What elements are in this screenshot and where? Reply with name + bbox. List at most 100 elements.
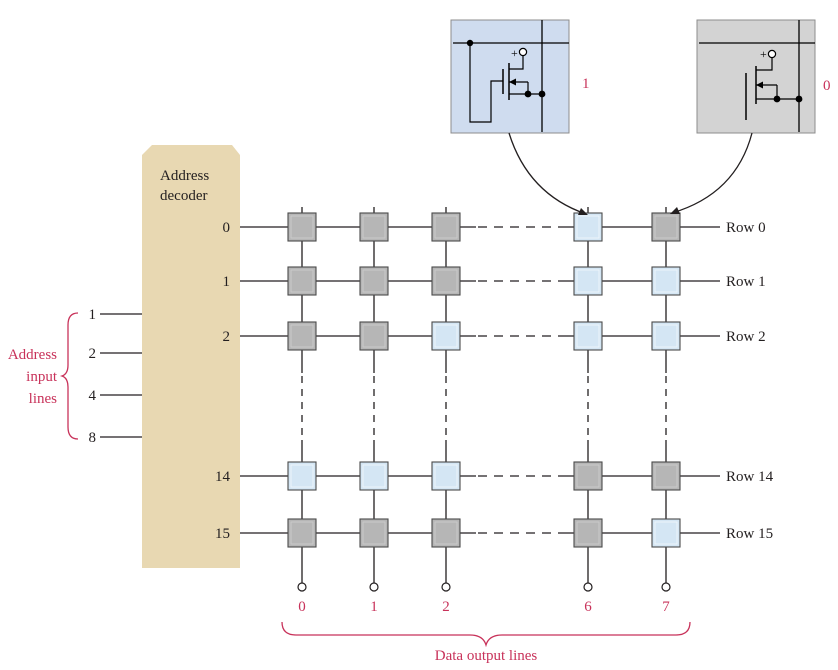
memory-cell-r1-c3 [573, 266, 603, 296]
output-terminal-2 [441, 582, 451, 592]
inset-one-arrow-line [508, 132, 587, 215]
inset-zero-supply-terminal [767, 49, 777, 59]
memory-cell-inner-r3-c2 [434, 464, 458, 488]
inset-one-background [450, 19, 570, 134]
row-label-4: Row 15 [726, 526, 773, 542]
data-output-label: Data output lines [435, 648, 538, 664]
memory-cell-inner-r0-c1 [362, 215, 386, 239]
data-output-number-3: 6 [584, 599, 592, 615]
decoder-output-number-1: 1 [223, 274, 231, 290]
address-input-lines: Address input lines 1 2 4 8 [8, 307, 142, 446]
inset-zero-value: 0 [823, 78, 831, 94]
memory-cell-inner-r1-c3 [576, 269, 600, 293]
data-output-number-0: 0 [298, 599, 306, 615]
memory-cell-inner-r3-c4 [654, 464, 678, 488]
output-terminal-4 [661, 582, 671, 592]
inset-zero-source-dot [773, 95, 781, 103]
memory-cell-inner-r3-c1 [362, 464, 386, 488]
memory-cell-r0-c3 [573, 212, 603, 242]
memory-cell-inner-r1-c0 [290, 269, 314, 293]
memory-cell-r0-c4 [651, 212, 681, 242]
memory-cell-inner-r2-c4 [654, 324, 678, 348]
memory-cell-r1-c4 [651, 266, 681, 296]
decoder-output-number-2: 2 [223, 329, 231, 345]
inset-zero-arrowhead [670, 207, 680, 214]
decoder-output-number-0: 0 [223, 220, 231, 236]
address-input-value-2: 4 [89, 388, 97, 404]
row-label-2: Row 2 [726, 329, 766, 345]
decoder-label-line1: Address [160, 168, 209, 184]
memory-cell-inner-r0-c3 [576, 215, 600, 239]
data-output-brace [281, 621, 691, 648]
inset-one-output-dot [538, 90, 546, 98]
memory-cell-inner-r1-c4 [654, 269, 678, 293]
memory-cell-inner-r2-c2 [434, 324, 458, 348]
memory-cell-inner-r2-c1 [362, 324, 386, 348]
inset-zero-output-dot [795, 95, 803, 103]
address-input-value-3: 8 [89, 430, 97, 446]
memory-cell-r3-c4 [651, 461, 681, 491]
address-input-value-1: 2 [89, 346, 97, 362]
address-input-value-0: 1 [89, 307, 97, 323]
inset-zero-substrate-arrow [756, 81, 763, 89]
memory-cell-inner-r4-c0 [290, 521, 314, 545]
memory-cell-inner-r4-c2 [434, 521, 458, 545]
memory-cell-r1-c0 [287, 266, 317, 296]
memory-cell-inner-r1-c2 [434, 269, 458, 293]
decoder-output-number-4: 15 [215, 526, 230, 542]
memory-cell-r2-c2 [431, 321, 461, 351]
memory-cell-r4-c0 [287, 518, 317, 548]
address-input-brace [59, 312, 79, 440]
inset-one-value: 1 [582, 76, 590, 92]
decoder-box [142, 145, 240, 568]
memory-cell-inner-r4-c4 [654, 521, 678, 545]
memory-cell-r3-c2 [431, 461, 461, 491]
memory-cell-r3-c1 [359, 461, 389, 491]
memory-cell-inner-r2-c0 [290, 324, 314, 348]
memory-cell-inner-r0-c2 [434, 215, 458, 239]
output-terminal-3 [583, 582, 593, 592]
inset-stored-one: + 1 [450, 19, 590, 134]
data-output-number-2: 2 [442, 599, 450, 615]
row-label-0: Row 0 [726, 220, 766, 236]
memory-cell-inner-r0-c0 [290, 215, 314, 239]
inset-one-drain [509, 56, 524, 70]
memory-cell-inner-r1-c1 [362, 269, 386, 293]
memory-cell-inner-r0-c4 [654, 215, 678, 239]
inset-one-plus: + [511, 46, 518, 60]
memory-cell-r3-c0 [287, 461, 317, 491]
data-output-number-1: 1 [370, 599, 378, 615]
memory-cell-inner-r4-c3 [576, 521, 600, 545]
memory-cell-r3-c3 [573, 461, 603, 491]
inset-one-arrowhead [578, 208, 588, 215]
inset-stored-zero: + 0 [696, 19, 831, 134]
address-input-label-line2: input [26, 369, 58, 385]
inset-one-supply-terminal [518, 47, 528, 57]
memory-cell-r4-c1 [359, 518, 389, 548]
decoder-label-line2: decoder [160, 188, 207, 204]
address-input-label-line3: lines [29, 391, 57, 407]
inset-zero-drain [756, 58, 773, 71]
data-output-number-4: 7 [662, 599, 670, 615]
memory-cell-r1-c1 [359, 266, 389, 296]
memory-cell-r0-c1 [359, 212, 389, 242]
inset-one-gate-wire [469, 43, 503, 123]
inset-pointers [508, 132, 753, 215]
memory-cell-inner-r4-c1 [362, 521, 386, 545]
memory-cell-r0-c2 [431, 212, 461, 242]
output-terminal-0 [297, 582, 307, 592]
address-decoder: Address decoder [142, 145, 240, 568]
memory-cell-r2-c0 [287, 321, 317, 351]
inset-one-substrate-arrow [509, 78, 516, 86]
row-label-1: Row 1 [726, 274, 766, 290]
memory-cell-r2-c1 [359, 321, 389, 351]
inset-one-source-dot [524, 90, 532, 98]
memory-cell-r4-c3 [573, 518, 603, 548]
inset-zero-plus: + [760, 47, 767, 61]
memory-cell-r1-c2 [431, 266, 461, 296]
address-input-label-line1: Address [8, 347, 57, 363]
memory-cell-r4-c2 [431, 518, 461, 548]
